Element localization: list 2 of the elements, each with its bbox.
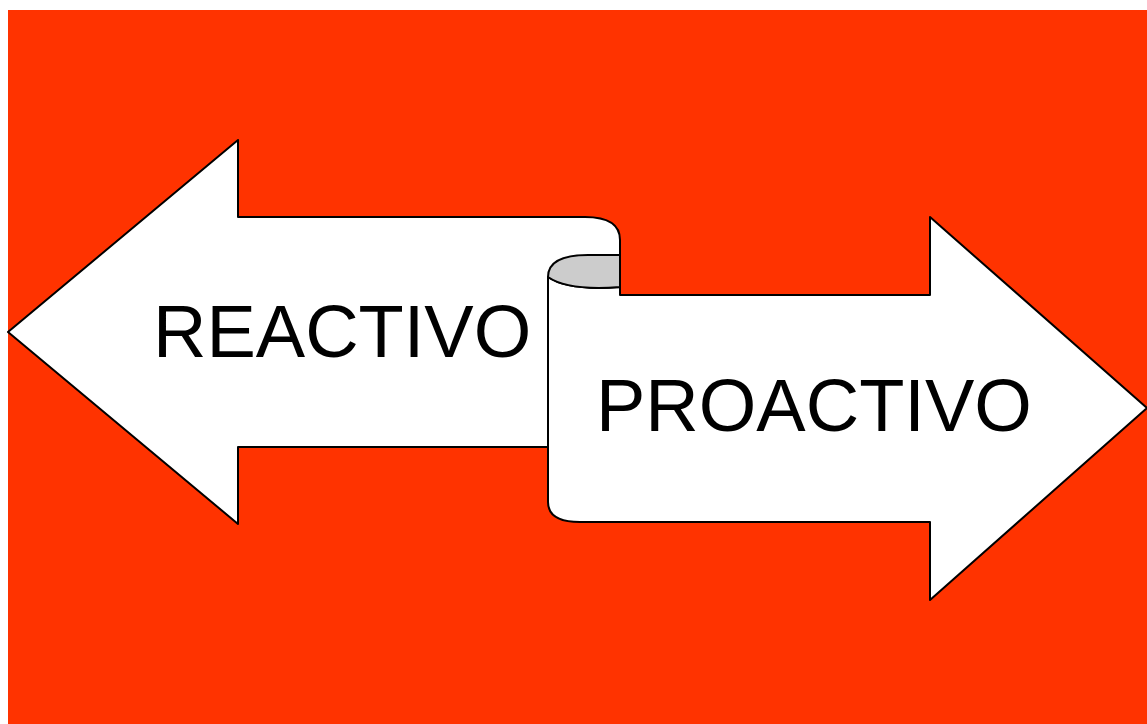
arrow-label: PROACTIVO bbox=[596, 369, 1032, 443]
arrow-label: REACTIVO bbox=[153, 295, 532, 369]
